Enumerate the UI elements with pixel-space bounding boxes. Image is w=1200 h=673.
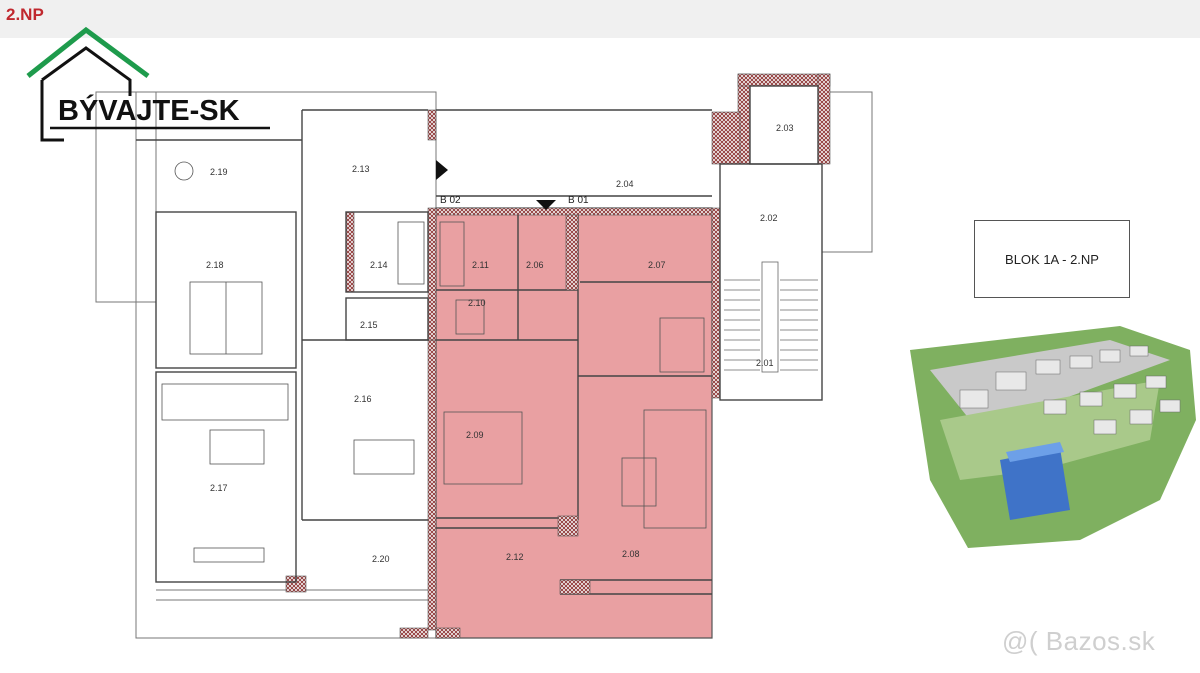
room-label-220: 2.20	[372, 554, 390, 564]
unit-label-b02: B 02	[440, 195, 461, 206]
furniture	[161, 161, 707, 563]
top-bar	[0, 0, 1200, 38]
room-label-201: 2.01	[756, 358, 774, 368]
block-label: BLOK 1A - 2.NP	[1005, 251, 1099, 267]
room-label-206: 2.06	[526, 260, 544, 270]
entrance-marker-b01	[536, 200, 556, 210]
room-label-216: 2.16	[354, 394, 372, 404]
room-label-212: 2.12	[506, 552, 524, 562]
room-label-219: 2.19	[210, 167, 228, 177]
room-label-207: 2.07	[648, 260, 666, 270]
floor-label: 2.NP	[6, 5, 44, 24]
room-label-202: 2.02	[760, 213, 778, 223]
hatched-walls	[285, 73, 831, 639]
room-label-203: 2.03	[776, 123, 794, 133]
room-label-217: 2.17	[210, 483, 228, 493]
brand-logo-icon: BÝVAJTE-SK	[26, 26, 270, 142]
brand-name: BÝVAJTE-SK	[58, 93, 240, 127]
room-label-215: 2.15	[360, 320, 378, 330]
room-label-209: 2.09	[466, 430, 484, 440]
watermark: @( Bazos.sk	[1002, 626, 1156, 656]
room-label-210: 2.10	[468, 298, 486, 308]
stairs	[724, 261, 818, 373]
room-label-213: 2.13	[352, 164, 370, 174]
unit-label-b01: B 01	[568, 195, 589, 206]
site-aerial-image	[910, 326, 1196, 548]
room-label-218: 2.18	[206, 260, 224, 270]
room-label-214: 2.14	[370, 260, 388, 270]
entrance-marker-b02	[436, 160, 448, 180]
room-label-208: 2.08	[622, 549, 640, 559]
room-label-204: 2.04	[616, 179, 634, 189]
left-walls	[136, 85, 823, 583]
room-label-211: 2.11	[472, 260, 489, 270]
block-label-box: BLOK 1A - 2.NP	[974, 220, 1130, 298]
